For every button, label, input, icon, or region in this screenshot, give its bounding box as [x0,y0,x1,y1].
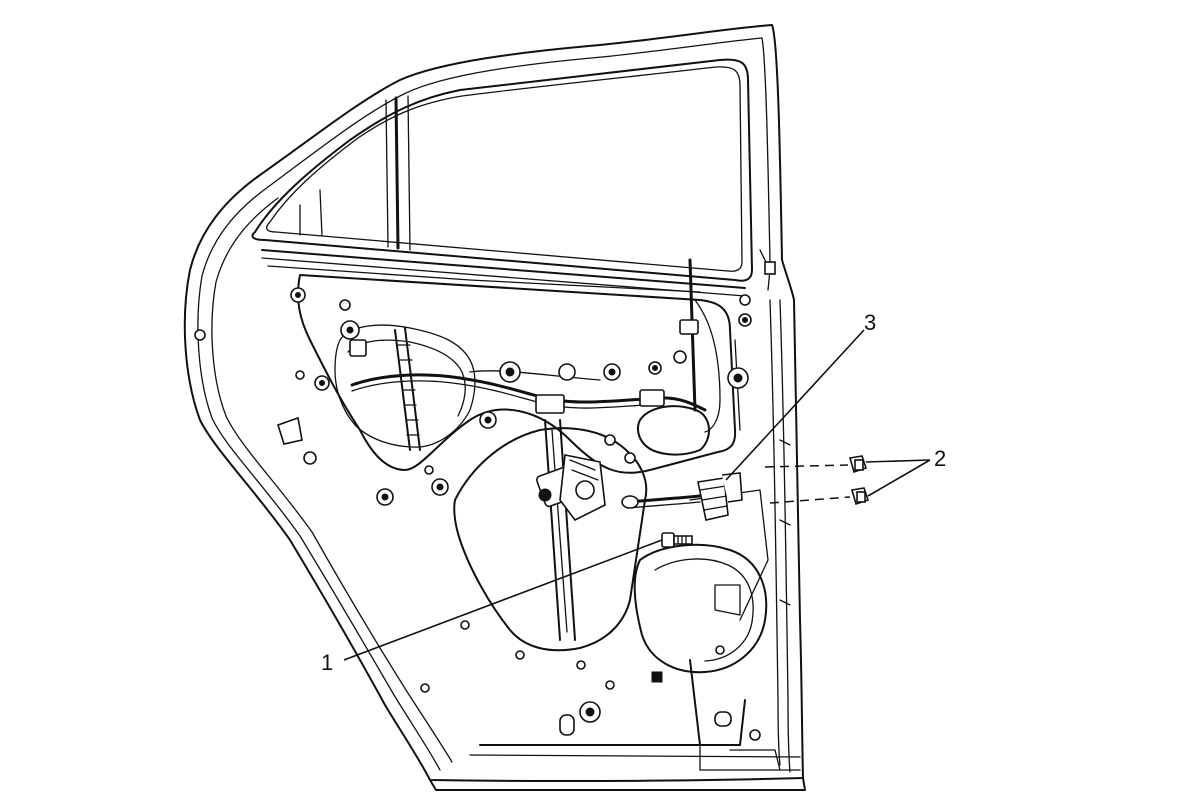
nut-icon [848,455,870,506]
leader-1 [343,539,663,661]
mounting-holes [194,287,761,741]
window-frame [251,58,753,297]
inner-panel [297,274,737,474]
door-outer-frame [183,24,806,791]
callout-2: 2 [934,446,946,471]
callout-1: 1 [321,650,333,675]
leader-3 [725,329,865,481]
leader-2a [865,459,931,463]
leader-2b [867,459,931,497]
assembly-line-lower [769,496,851,504]
assembly-line-upper [764,464,849,468]
rear-edge [729,249,791,771]
window-regulator [394,327,576,641]
bolt-icon [661,532,693,548]
door-check-link-icon [621,472,743,521]
window-motor [536,454,606,522]
wiring-harness [349,258,721,433]
callout-3: 3 [864,310,876,335]
